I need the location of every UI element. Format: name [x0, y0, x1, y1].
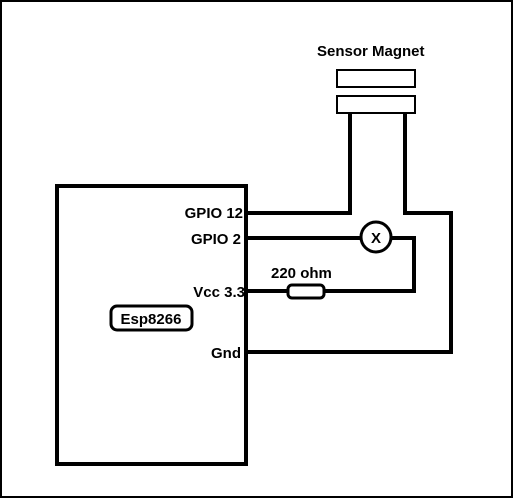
chip-badge — [109, 304, 194, 332]
gpio2-label: GPIO 2 — [191, 231, 241, 248]
led-circle — [359, 220, 393, 254]
wire-sensor-gnd — [244, 112, 453, 354]
gpio12-label: GPIO 12 — [185, 205, 243, 222]
wire-gpio12-sensor — [244, 112, 352, 215]
vcc-label: Vcc 3.3 — [193, 284, 245, 301]
gnd-label: Gnd — [211, 345, 241, 362]
sensor-label: Sensor Magnet — [317, 43, 425, 60]
chip-label: Esp8266 — [121, 311, 182, 328]
magnet-plate-top — [336, 69, 416, 88]
resistor — [286, 283, 326, 300]
esp8266-board — [55, 184, 248, 466]
wire-led-vcc — [322, 236, 416, 293]
led-symbol: X — [371, 230, 381, 247]
magnet-plate-bottom — [336, 95, 416, 114]
resistor-label: 220 ohm — [271, 265, 332, 282]
